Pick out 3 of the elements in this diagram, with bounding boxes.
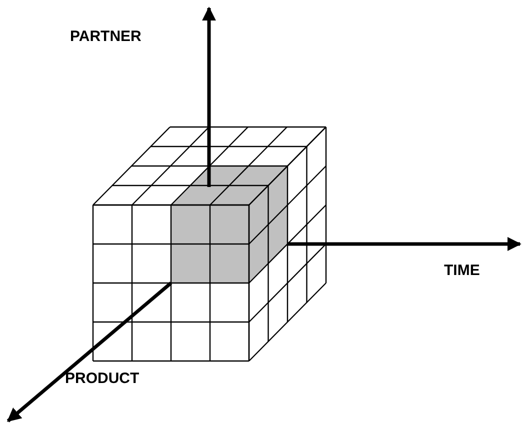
axis-label: TIME [444,262,480,279]
axis-label: PRODUCT [65,370,140,387]
axis-label: PARTNER [70,28,142,45]
